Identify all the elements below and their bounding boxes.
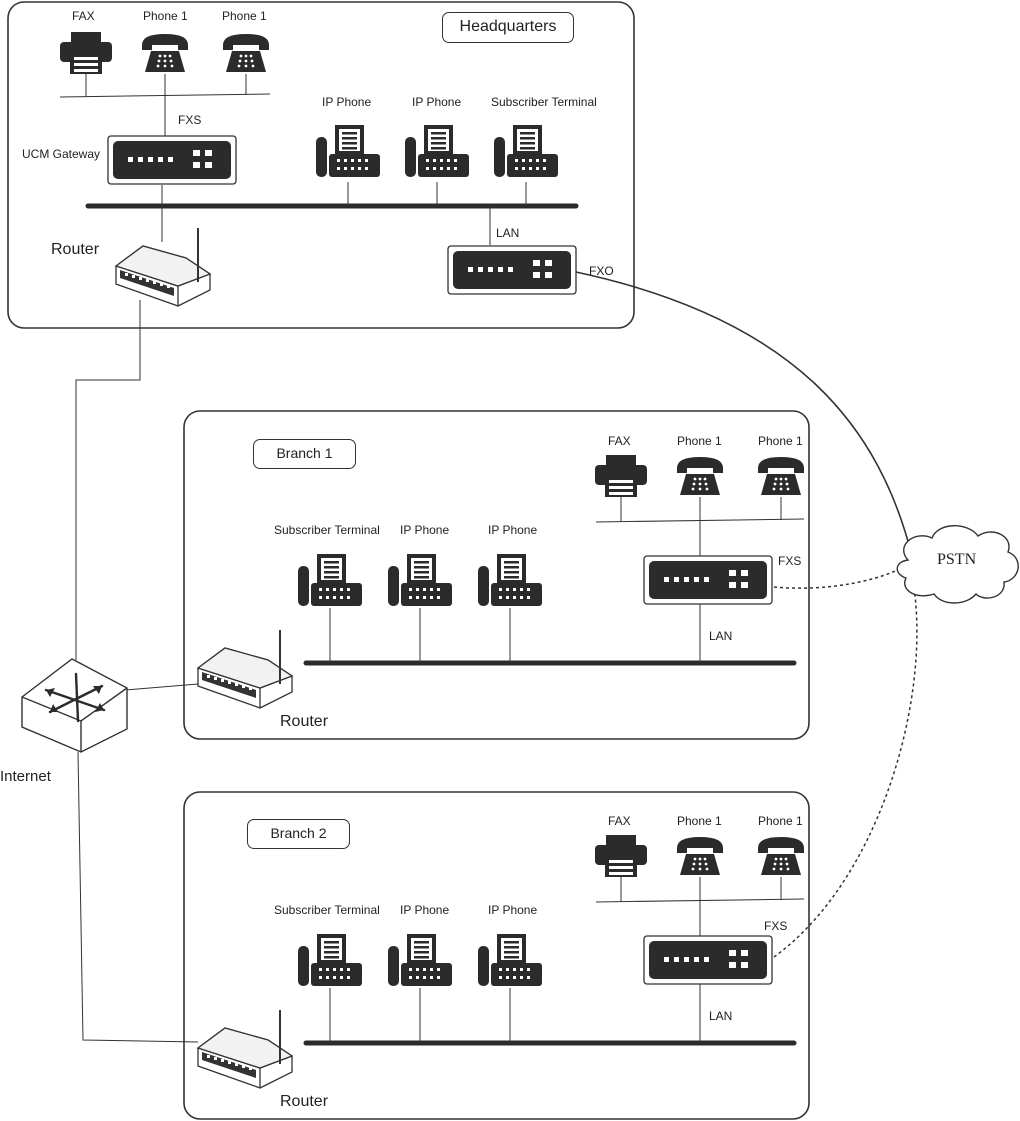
hq-ip-phone-b-label: IP Phone <box>412 95 462 109</box>
branch2-phone-a-label: Phone 1 <box>677 814 722 828</box>
branch1-router-icon <box>197 629 293 709</box>
hq-title: Headquarters <box>442 12 574 43</box>
branch2-phone-b-icon <box>758 837 804 875</box>
hq-phone-a-label: Phone 1 <box>143 9 188 23</box>
branch1-subscriber-label: Subscriber Terminal <box>274 523 380 537</box>
branch1-fax-icon <box>595 455 647 497</box>
hq-ip-phone-b-icon <box>405 125 469 177</box>
branch1-phone-b-icon <box>758 457 804 495</box>
branch1-ip-phone-a-icon <box>388 554 452 606</box>
branch2-fxs-label: FXS <box>764 919 788 933</box>
branch2-internet-link <box>77 751 199 1043</box>
branch1-gateway-icon <box>643 555 773 605</box>
hq-subscriber-icon <box>494 125 558 177</box>
hq-subscriber-label: Subscriber Terminal <box>491 95 597 109</box>
branch2-ip-phone-b-icon <box>478 934 542 986</box>
branch1-ip-phone-a-label: IP Phone <box>400 523 450 537</box>
hq-router-icon <box>115 227 211 307</box>
hq-ucm-gateway-icon <box>107 135 237 185</box>
branch2-subscriber-label: Subscriber Terminal <box>274 903 380 917</box>
hq-gateway-label: UCM Gateway <box>22 147 101 161</box>
hq-phone-b-label: Phone 1 <box>222 9 267 23</box>
hq-fxo-gateway-icon <box>447 245 577 295</box>
branch2-router-label: Router <box>280 1093 329 1110</box>
branch2-gateway-icon <box>643 935 773 985</box>
branch1-subscriber-icon <box>298 554 362 606</box>
branch2-ip-phone-a-icon <box>388 934 452 986</box>
branch1-phone-a-label: Phone 1 <box>677 434 722 448</box>
branch2-frame <box>183 791 810 1120</box>
hq-phone-a-icon <box>142 34 188 72</box>
branch1-phone-a-icon <box>677 457 723 495</box>
branch2-subscriber-icon <box>298 934 362 986</box>
branch1-fxs-label: FXS <box>778 554 802 568</box>
branch1-fax-label: FAX <box>608 434 631 448</box>
internet-label: Internet <box>0 768 51 785</box>
hq-fxo-label: FXO <box>589 264 614 278</box>
hq-ip-phone-a-label: IP Phone <box>322 95 372 109</box>
branch2-pstn-link <box>773 587 918 958</box>
pstn-cloud-icon <box>896 525 1019 604</box>
branch1-ip-phone-b-label: IP Phone <box>488 523 538 537</box>
branch2-ip-phone-a-label: IP Phone <box>400 903 450 917</box>
branch2-title: Branch 2 <box>247 819 350 849</box>
branch2-ip-phone-b-label: IP Phone <box>488 903 538 917</box>
branch2-phone-b-label: Phone 1 <box>758 814 803 828</box>
branch1-pstn-link <box>773 565 907 589</box>
branch2-fax-icon <box>595 835 647 877</box>
branch1-title: Branch 1 <box>253 439 356 469</box>
branch1-ip-phone-b-icon <box>478 554 542 606</box>
branch1-lan-label: LAN <box>709 629 733 643</box>
hq-ip-phone-a-icon <box>316 125 380 177</box>
hq-phone-b-icon <box>223 34 269 72</box>
hq-fax-icon <box>60 32 112 74</box>
branch1-phone-b-label: Phone 1 <box>758 434 803 448</box>
hq-frame <box>7 1 635 329</box>
branch2-phone-a-icon <box>677 837 723 875</box>
branch1-frame <box>183 410 810 740</box>
branch1-router-label: Router <box>280 713 329 730</box>
hq-fax-label: FAX <box>72 9 95 23</box>
hq-fxs-label: FXS <box>178 113 202 127</box>
branch1-internet-link <box>125 683 199 691</box>
hq-lan-label: LAN <box>496 226 520 240</box>
internet-switch-icon <box>21 658 128 753</box>
branch2-fax-label: FAX <box>608 814 631 828</box>
branch2-lan-label: LAN <box>709 1009 733 1023</box>
fxo-pstn-link <box>575 271 913 557</box>
hq-router-label: Router <box>51 241 100 258</box>
branch2-router-icon <box>197 1009 293 1089</box>
pstn-label: PSTN <box>937 551 977 568</box>
hq-internet-link <box>75 300 141 660</box>
